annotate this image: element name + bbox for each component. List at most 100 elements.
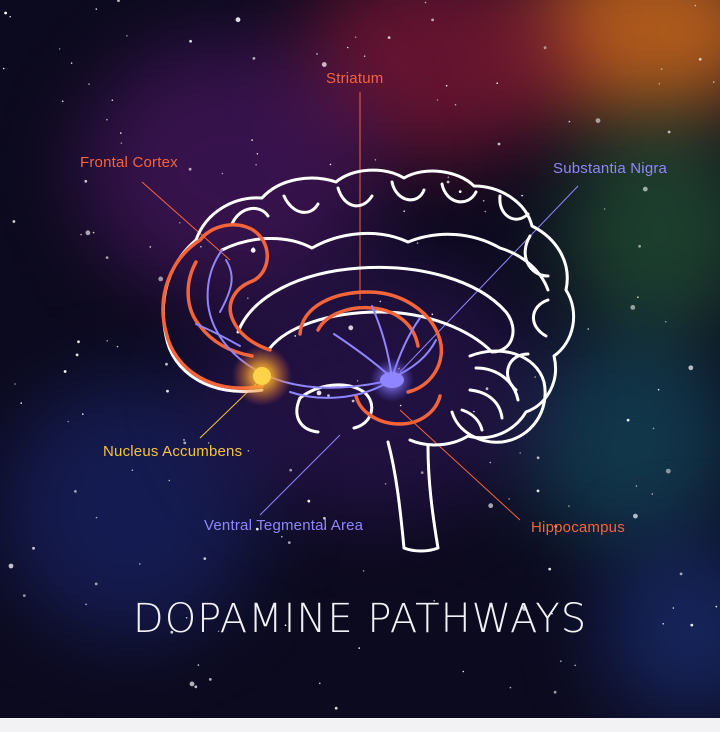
star [482, 200, 485, 202]
star [447, 176, 450, 179]
star [665, 468, 671, 474]
star [20, 402, 23, 404]
star [626, 418, 630, 422]
star [88, 83, 90, 85]
star [431, 313, 434, 316]
leader-line-hippocampus [399, 409, 521, 521]
star [329, 163, 332, 166]
star [630, 305, 636, 310]
star [324, 527, 326, 530]
star [168, 479, 171, 482]
star [688, 365, 694, 371]
star [92, 231, 95, 234]
star [603, 208, 606, 210]
star [316, 53, 318, 55]
star [116, 345, 119, 348]
star [8, 563, 14, 569]
star [658, 83, 661, 85]
star [574, 664, 576, 667]
star [595, 118, 601, 123]
star [454, 103, 457, 106]
label-striatum: Striatum [326, 70, 384, 87]
star [294, 335, 297, 337]
star [4, 11, 7, 15]
star [67, 420, 69, 423]
star [12, 220, 16, 223]
star [22, 594, 26, 597]
star [508, 498, 510, 500]
star [217, 630, 220, 633]
star [80, 233, 82, 236]
star [235, 17, 241, 23]
star [252, 247, 255, 249]
star [105, 256, 109, 259]
star [255, 163, 257, 166]
star [316, 390, 322, 396]
star [651, 493, 654, 495]
star [536, 456, 540, 460]
nebula-blue-glow [0, 380, 260, 640]
star [70, 62, 73, 64]
star [458, 190, 462, 194]
star [420, 471, 424, 474]
star [633, 513, 638, 519]
star [363, 55, 366, 57]
cerebellum [450, 349, 547, 444]
star [284, 624, 287, 626]
hippocampus-shape [354, 394, 442, 426]
star [698, 57, 702, 61]
star [416, 242, 419, 244]
star [197, 664, 200, 666]
star [255, 527, 259, 531]
star [139, 563, 141, 565]
label-nucleus-accumbens: Nucleus Accumbens [103, 443, 243, 460]
nebula-magenta-glow [80, 40, 380, 300]
star [642, 186, 648, 192]
star [84, 179, 88, 183]
star [287, 541, 291, 544]
star [473, 410, 475, 413]
star [635, 485, 638, 487]
star [179, 222, 181, 224]
star [281, 535, 283, 538]
star [183, 441, 187, 445]
label-substantia-nigra: Substantia Nigra [553, 160, 668, 177]
star [126, 35, 128, 37]
star [362, 570, 365, 572]
star [2, 67, 5, 70]
star [95, 516, 98, 519]
star [117, 0, 120, 2]
gyri-top [230, 180, 530, 226]
star [667, 130, 671, 134]
star [485, 387, 489, 391]
star [351, 399, 355, 403]
star [149, 246, 152, 248]
star [431, 18, 434, 22]
star [521, 194, 523, 197]
star [58, 48, 61, 50]
title: DOPAMINE PATHWAYS [132, 596, 588, 642]
leader-line-frontal-cortex [141, 181, 231, 261]
star [250, 247, 256, 253]
label-frontal-cortex: Frontal Cortex [80, 154, 178, 171]
bottom-strip [0, 718, 720, 732]
star [247, 297, 249, 300]
star [106, 118, 108, 121]
frontal-cortex-fold [186, 260, 254, 358]
star [327, 394, 330, 397]
star [664, 320, 667, 323]
star [488, 503, 494, 509]
star [690, 623, 694, 627]
star [519, 452, 521, 454]
star [256, 153, 259, 155]
star [489, 461, 492, 464]
star [61, 100, 64, 102]
star [85, 603, 87, 606]
star [348, 325, 354, 331]
corpus-callosum [236, 265, 515, 354]
star [462, 670, 465, 673]
star [568, 505, 570, 507]
star [445, 84, 448, 87]
